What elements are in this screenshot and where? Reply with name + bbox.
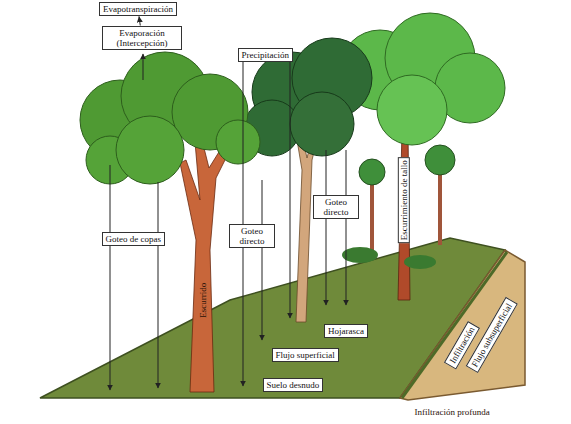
tree-crown (116, 116, 184, 184)
tree-crown (425, 145, 455, 175)
label-box: Flujo superficial (272, 348, 339, 362)
tree-crown (359, 159, 385, 185)
left-tree (80, 52, 260, 392)
middle-tree (244, 38, 372, 322)
label-box: Goteo directo (229, 224, 275, 249)
box-text: Hojarasca (328, 326, 364, 336)
drip-arrow (326, 150, 327, 305)
label-box: Precipitación (238, 48, 293, 62)
label-box: Goteo de copas (102, 232, 165, 246)
tree-trunk (398, 130, 410, 300)
box-text: Goteo directo (233, 226, 271, 247)
box-text: Suelo desnudo (267, 380, 320, 390)
tree-trunk (180, 139, 234, 392)
label-box: Evapotranspiración (99, 2, 177, 16)
drip-arrow (262, 180, 263, 340)
flow-arrow (139, 16, 140, 25)
tree-crown (377, 75, 447, 145)
tree-trunk (438, 165, 442, 245)
trunk-label: Escurrido (198, 281, 208, 320)
evaporation-arrow (143, 54, 144, 80)
drip-arrow (110, 165, 111, 390)
label-box: Hojarasca (324, 324, 368, 338)
bush (404, 255, 436, 269)
box-text: Evaporación (Intercepción) (106, 28, 178, 49)
process-label: Infiltración profunda (413, 407, 492, 417)
soil-section (400, 250, 525, 400)
box-text: Goteo de copas (106, 234, 161, 244)
box-text: Evapotranspiración (103, 4, 173, 14)
label-box: Suelo desnudo (263, 378, 324, 392)
flow-lines (110, 54, 346, 390)
bush (342, 247, 378, 263)
box-text: Precipitación (242, 50, 289, 60)
label-box: Goteo directo (313, 195, 359, 220)
rain-arrow (290, 62, 291, 318)
drip-arrow (158, 182, 159, 388)
drip-arrow (346, 150, 347, 305)
tree-crown (290, 92, 354, 156)
tree-trunk (370, 175, 374, 260)
box-text: Flujo superficial (276, 350, 335, 360)
box-text: Goteo directo (317, 197, 355, 218)
tree-crown (216, 120, 260, 164)
trunk-label: Escurrimiento de tallo (398, 157, 410, 243)
label-box: Evaporación (Intercepción) (102, 26, 182, 51)
